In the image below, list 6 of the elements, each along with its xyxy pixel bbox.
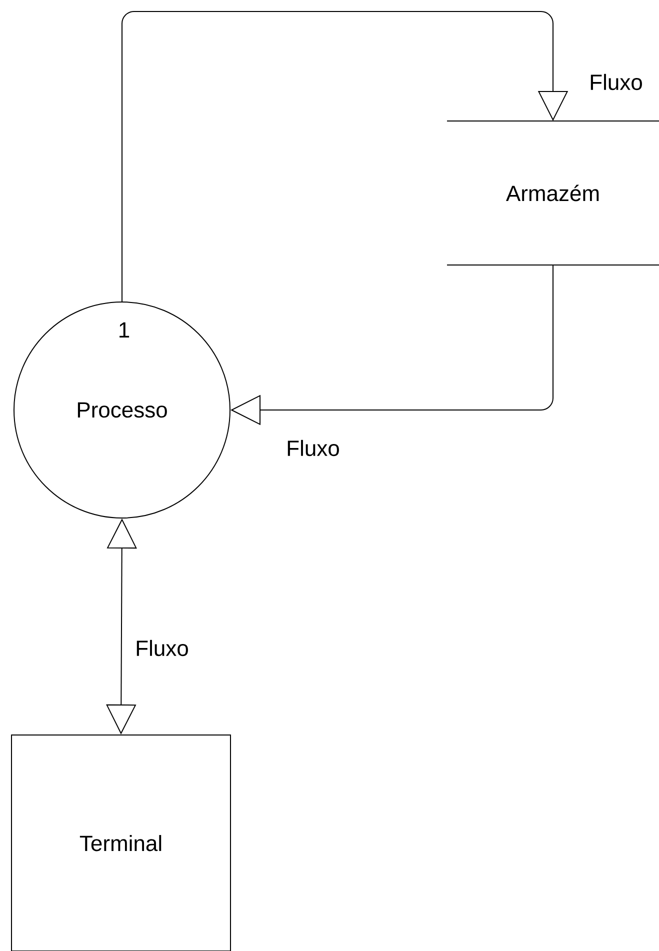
edge-label: Fluxo — [134, 638, 190, 658]
edge-label: Fluxo — [285, 438, 341, 458]
terminal-box: Terminal — [11, 734, 231, 951]
arrow — [122, 11, 568, 302]
edge-label: Fluxo — [588, 72, 644, 92]
data-store: Armazém — [446, 120, 659, 266]
